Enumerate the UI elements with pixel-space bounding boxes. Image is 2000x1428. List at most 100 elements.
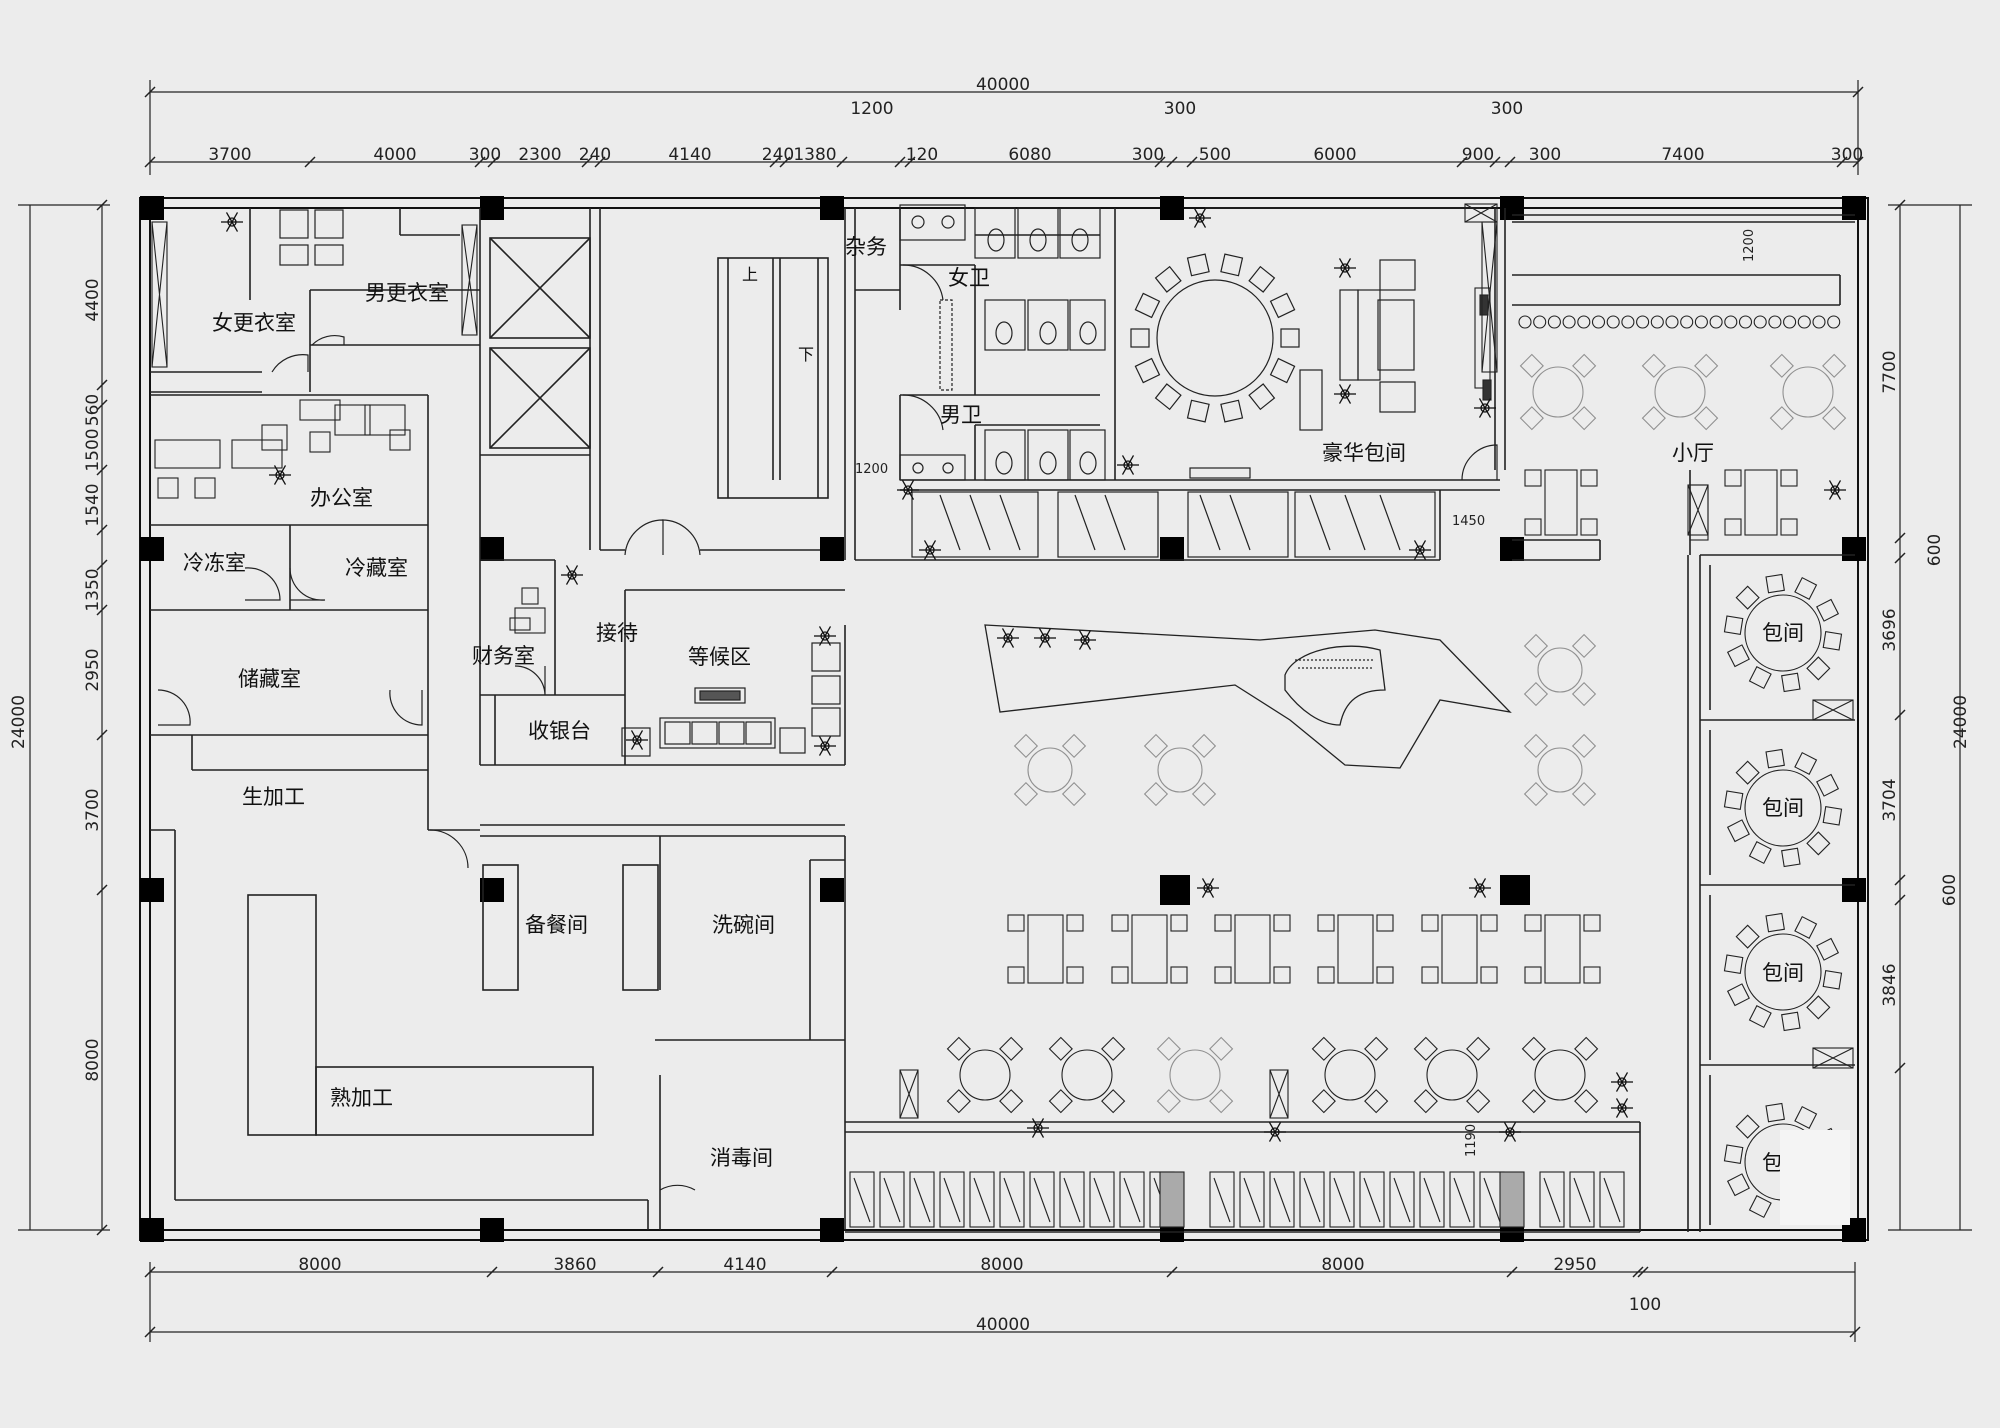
plant-leaf xyxy=(1078,639,1086,650)
dimension-tick xyxy=(144,1326,156,1338)
booth-seat xyxy=(1599,1171,1625,1228)
bar-stool xyxy=(1665,315,1679,329)
booth-seat xyxy=(1539,1171,1565,1228)
luxury-chair xyxy=(1130,328,1150,348)
left-dim: 1350 xyxy=(83,568,103,611)
chair xyxy=(1273,914,1291,932)
plant-icon xyxy=(1334,258,1356,278)
booth-seat xyxy=(1299,1171,1325,1228)
plant-leaf xyxy=(1473,887,1481,898)
booth-seat xyxy=(1419,1171,1445,1228)
chair xyxy=(1066,914,1084,932)
round-table xyxy=(1523,633,1597,707)
chair xyxy=(1822,806,1843,826)
chair xyxy=(1524,966,1542,984)
plant-leaf xyxy=(1509,1122,1517,1133)
dimension-tick xyxy=(144,86,156,98)
booth-seat-mark xyxy=(1033,1177,1051,1223)
booth-seat-mark xyxy=(1303,1177,1321,1223)
plant-leaf xyxy=(1509,1131,1517,1142)
dimension-tick xyxy=(487,156,499,168)
chair xyxy=(1748,841,1772,865)
plant-icon xyxy=(1027,1118,1049,1138)
top-dim: 4000 xyxy=(373,145,416,165)
overall-height-right: 24000 xyxy=(1951,695,1971,749)
chair xyxy=(1156,1089,1181,1114)
booth-seat xyxy=(1449,1171,1475,1228)
luxury-chair xyxy=(1269,357,1296,384)
chair xyxy=(1806,656,1831,681)
screen-depth-label: 1190 xyxy=(1464,1124,1479,1157)
booth-seat xyxy=(1089,1171,1115,1228)
plant-leaf xyxy=(824,745,832,756)
dimension-tick xyxy=(836,156,848,168)
table-top xyxy=(959,1049,1011,1101)
chair xyxy=(1723,790,1744,810)
chair xyxy=(1694,353,1719,378)
plant-leaf xyxy=(1338,393,1346,404)
rect-table xyxy=(1111,914,1188,984)
door-offset-label: 1450 xyxy=(1452,514,1485,529)
plant-leaf xyxy=(273,474,281,485)
dimension-tick xyxy=(1456,156,1468,168)
plant-leaf xyxy=(565,574,573,585)
plant-leaf xyxy=(1484,398,1492,409)
booth-divider xyxy=(1159,1171,1185,1228)
room-label-cold-storage: 冷藏室 xyxy=(345,556,408,580)
plant-leaf xyxy=(1078,630,1086,641)
private-room-table xyxy=(1723,912,1843,1032)
plant-pot xyxy=(925,545,935,555)
room-label-small-hall: 小厅 xyxy=(1672,441,1714,465)
booth-seat xyxy=(909,1171,935,1228)
chair xyxy=(1726,819,1750,843)
room-label-hot-processing: 熟加工 xyxy=(330,1086,393,1110)
plant-icon xyxy=(1611,1072,1633,1092)
room-label-freezer: 冷冻室 xyxy=(183,551,246,575)
plant-leaf xyxy=(1484,407,1492,418)
structural-columns xyxy=(140,196,1866,1242)
chair xyxy=(1571,681,1597,707)
chair xyxy=(1209,1036,1234,1061)
chair xyxy=(1726,983,1750,1007)
bar-stool xyxy=(1724,315,1738,329)
rectangular-tables xyxy=(1007,469,1798,984)
booth-seating-bottom xyxy=(849,1171,1625,1228)
round-tables xyxy=(946,353,1847,1222)
plant-pot xyxy=(1830,485,1840,495)
table-top xyxy=(1544,914,1581,984)
plant-leaf xyxy=(1413,540,1421,551)
door-swings xyxy=(157,264,1498,1191)
plant-leaf xyxy=(1121,464,1129,475)
dimension-tick xyxy=(894,156,906,168)
plant-leaf xyxy=(1007,637,1015,648)
chair xyxy=(1013,781,1039,807)
dimension-tick xyxy=(96,559,108,571)
private-room-table xyxy=(1723,573,1843,693)
booth-seat xyxy=(1269,1171,1295,1228)
bar-stool xyxy=(1709,315,1723,329)
chair xyxy=(1214,914,1232,932)
booth-seat xyxy=(1359,1171,1385,1228)
room-label-male-wc: 男卫 xyxy=(940,403,982,427)
top-dim: 2300 xyxy=(518,145,561,165)
chair xyxy=(1765,748,1785,769)
table-top xyxy=(1027,747,1073,793)
left-dim: 560 xyxy=(83,394,103,426)
waiting-sofa xyxy=(621,642,841,757)
chair xyxy=(1571,781,1597,807)
small-hall-furniture xyxy=(1474,287,1841,541)
plant-leaf xyxy=(818,635,826,646)
dimension-tick xyxy=(1836,156,1848,168)
bar-stool xyxy=(1768,315,1782,329)
plant-icon xyxy=(1611,1098,1633,1118)
plant-pot xyxy=(1123,460,1133,470)
bottom-dim: 100 xyxy=(1629,1295,1661,1315)
plant-leaf xyxy=(1207,887,1215,898)
left-dim: 4400 xyxy=(83,278,103,321)
room-label-luxury-room: 豪华包间 xyxy=(1322,441,1406,465)
bar-stool xyxy=(1518,315,1532,329)
plant-leaf xyxy=(279,465,287,476)
chair xyxy=(1466,1089,1491,1114)
left-dim: 2950 xyxy=(83,648,103,691)
